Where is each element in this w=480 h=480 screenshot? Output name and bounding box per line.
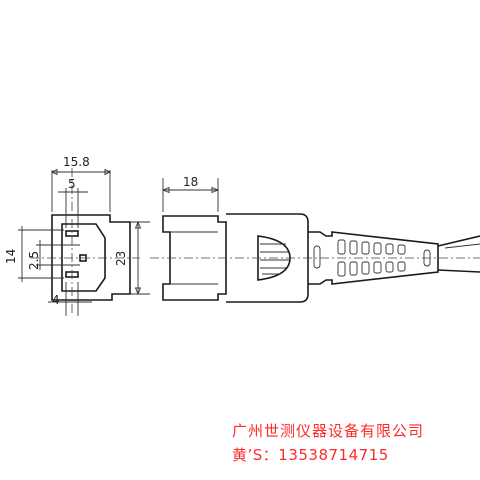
dim-label-18: 18 — [183, 175, 198, 189]
dim-line-14 — [18, 226, 64, 282]
company-name-watermark: 广州世测仪器设备有限公司 — [232, 422, 425, 440]
dim-line-4 — [48, 282, 92, 316]
contact-label: 黄’S： — [232, 446, 279, 464]
dim-line-23 — [130, 221, 150, 295]
connector-cavity — [61, 223, 106, 292]
dim-label-2-5: 2.5 — [27, 251, 41, 270]
plug-side-view: 18 — [150, 175, 480, 303]
dim-label-4: 4 — [52, 293, 60, 307]
dim-label-14: 14 — [4, 249, 18, 264]
dim-label-5: 5 — [68, 177, 76, 191]
strain-relief — [308, 231, 439, 285]
dim-line-15-8 — [51, 170, 111, 212]
connector-face-view: 15.8 5 14 2.5 23 4 — [4, 155, 150, 316]
contact-number: 13538714715 — [278, 446, 389, 464]
dim-line-5 — [58, 188, 88, 228]
dim-label-15-8: 15.8 — [63, 155, 90, 169]
dim-line-18 — [162, 178, 219, 212]
dim-line-2-5 — [36, 240, 80, 270]
cable — [437, 235, 480, 273]
dim-label-23: 23 — [114, 251, 128, 266]
contact-phone-watermark: 黄’S：13538714715 — [232, 444, 389, 465]
